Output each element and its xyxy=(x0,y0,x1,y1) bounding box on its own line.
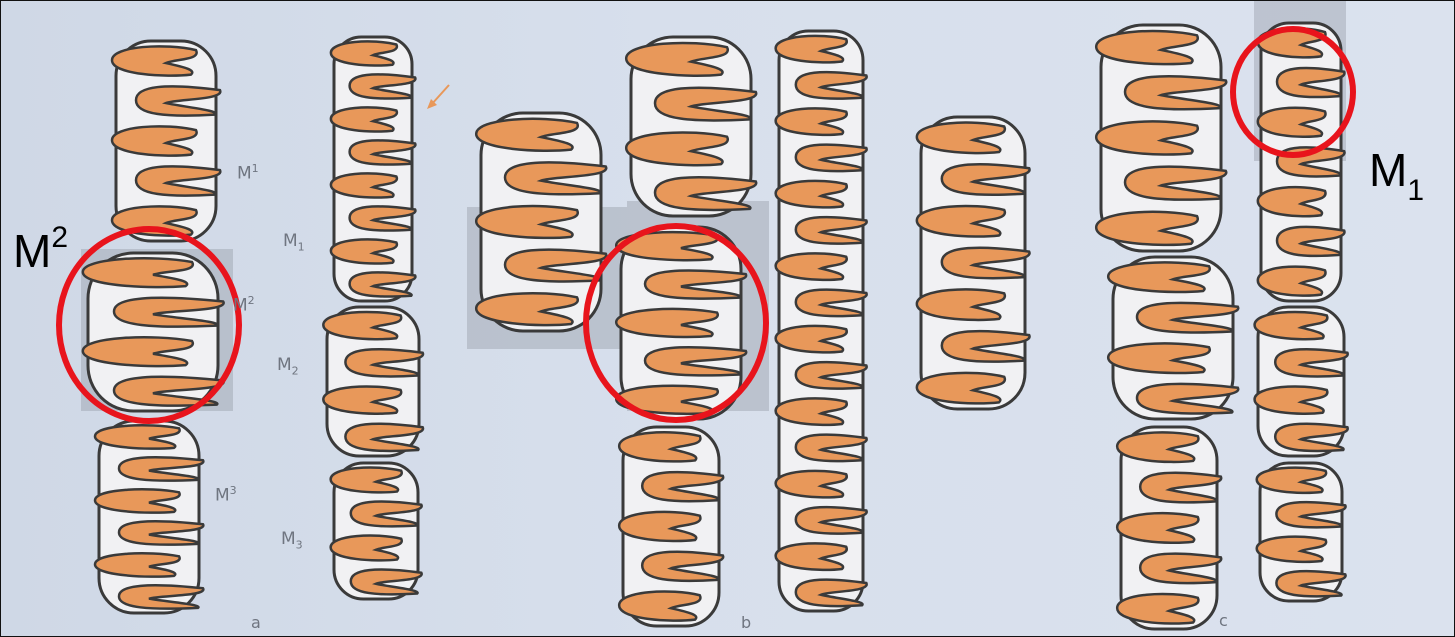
label-upper-m3: M3 xyxy=(215,485,237,505)
annotation-m1: M1 xyxy=(1369,147,1424,206)
label-upper-m2: M2 xyxy=(233,295,255,315)
panel-letter-b: b xyxy=(741,613,751,632)
label-lower-m2: M2 xyxy=(277,357,299,376)
tooth-rows xyxy=(83,23,1348,629)
label-lower-m1: M1 xyxy=(283,233,305,252)
annotation-m2: M2 xyxy=(13,223,68,274)
panel-letter-a: a xyxy=(251,613,261,632)
label-upper-m1: M1 xyxy=(237,163,259,183)
label-lower-m3: M3 xyxy=(281,531,303,550)
panel-letter-c: c xyxy=(1219,611,1228,630)
